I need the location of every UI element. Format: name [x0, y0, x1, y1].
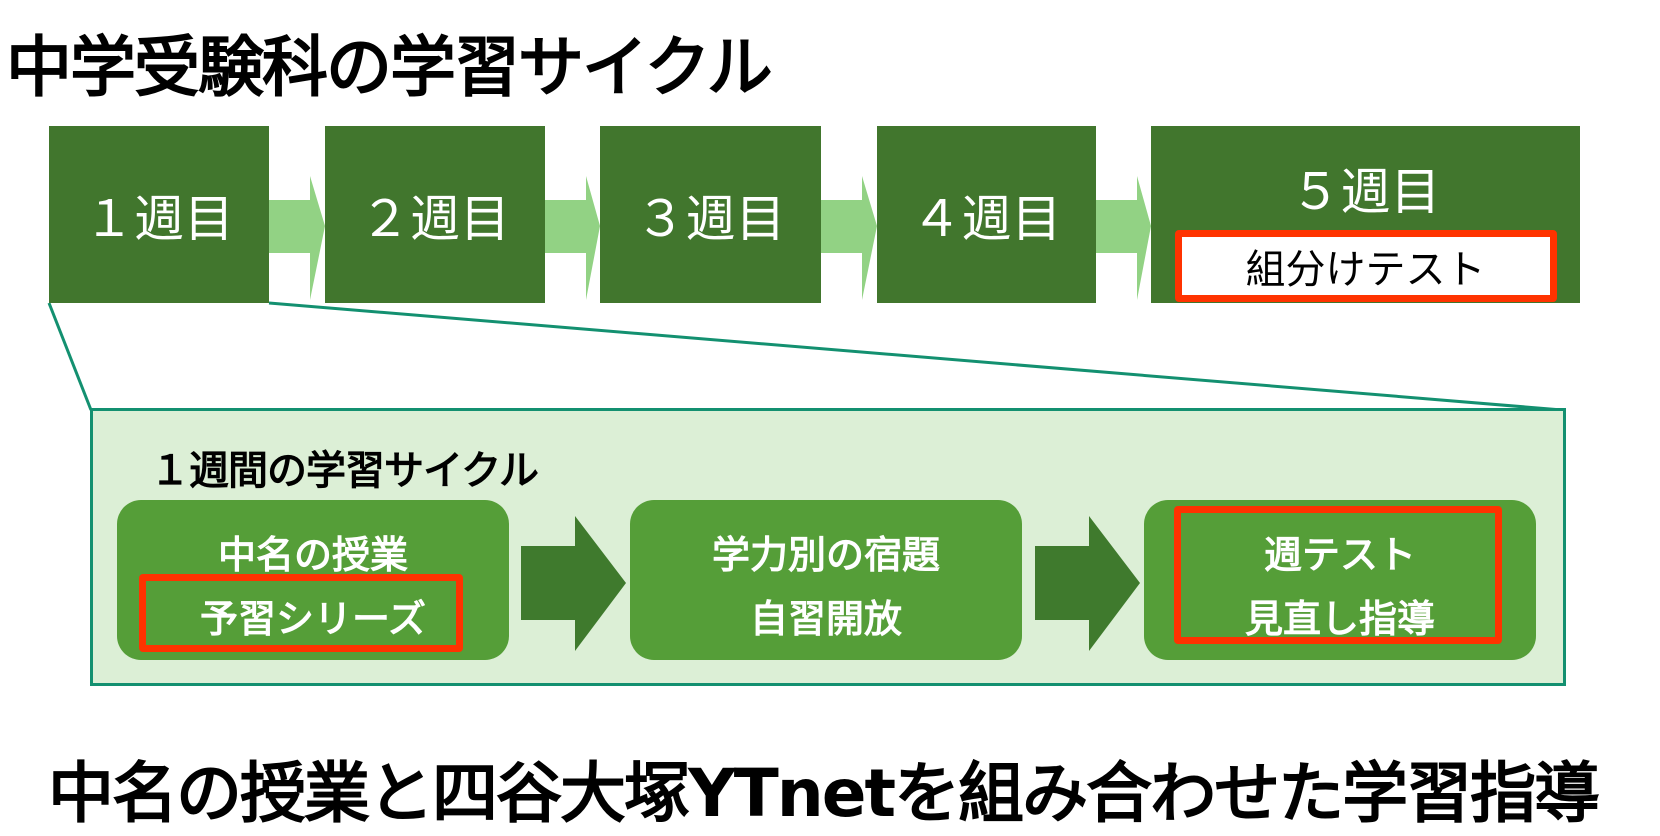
step-line: 予習シリーズ — [199, 597, 427, 641]
week-5-box: ５週目 組分けテスト — [1151, 126, 1580, 303]
week-3-box: ３週目 — [600, 126, 821, 303]
highlight-box — [1174, 506, 1502, 644]
page-title: 中学受験科の学習サイクル — [6, 29, 773, 106]
arrow-icon — [545, 176, 600, 300]
highlight-box — [139, 574, 463, 652]
step-weekly-test: 週テスト 見直し指導 — [1144, 500, 1536, 660]
zoom-line-right — [268, 301, 1563, 412]
week-label: ４週目 — [911, 189, 1062, 248]
arrow-icon — [521, 516, 626, 651]
footer-caption: 中名の授業と四谷大塚YTnetを組み合わせた学習指導 — [48, 755, 1600, 832]
arrow-icon — [269, 176, 325, 300]
step-line: 自習開放 — [749, 597, 902, 641]
arrow-icon — [1096, 176, 1151, 300]
week-4-box: ４週目 — [877, 126, 1096, 303]
week-2-box: ２週目 — [325, 126, 545, 303]
zoom-line-left — [47, 302, 93, 411]
week-1-box: １週目 — [49, 126, 269, 303]
week-label: ５週目 — [1290, 163, 1441, 221]
step-line: 学力別の宿題 — [711, 533, 940, 577]
weekly-cycle-title: １週間の学習サイクル — [150, 448, 539, 494]
grouping-test-highlight: 組分けテスト — [1174, 230, 1557, 302]
step-line: 週テスト — [1263, 533, 1416, 577]
arrow-icon — [1035, 516, 1140, 651]
step-homework: 学力別の宿題 自習開放 — [630, 500, 1022, 660]
week-label: ２週目 — [360, 189, 510, 248]
week-arrows — [269, 176, 1151, 300]
step-class: 中名の授業 予習シリーズ — [117, 500, 509, 660]
week-label: ３週目 — [635, 189, 786, 248]
week-label: １週目 — [84, 189, 234, 248]
arrow-icon — [821, 176, 877, 300]
step-line: 見直し指導 — [1244, 597, 1435, 641]
step-line: 中名の授業 — [217, 533, 408, 577]
